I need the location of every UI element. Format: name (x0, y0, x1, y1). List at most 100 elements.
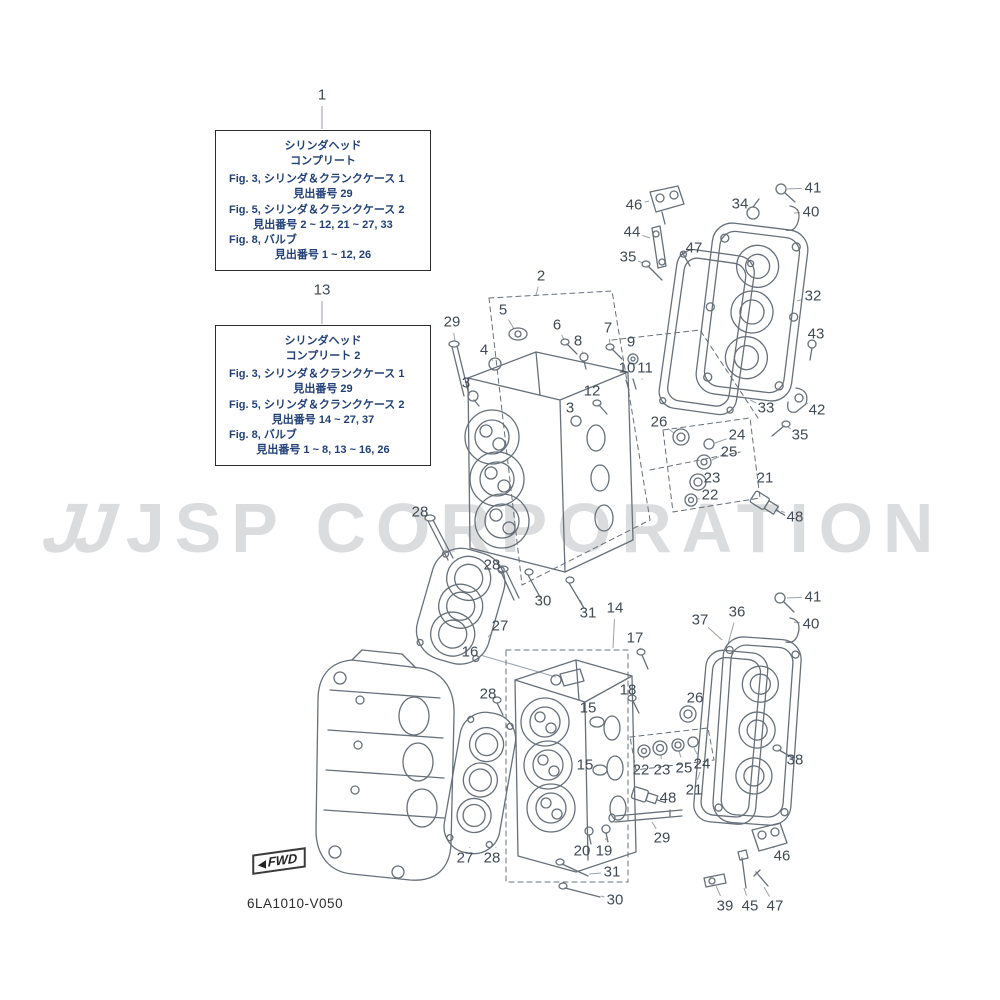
callout-5: 5 (498, 301, 508, 319)
callout-27: 27 (456, 849, 474, 867)
callout-28: 28 (483, 849, 501, 867)
callout-40: 40 (802, 203, 820, 221)
valve-cover-bottom (712, 636, 802, 826)
callout-14: 14 (606, 599, 624, 617)
callout-43: 43 (807, 325, 825, 343)
hardware-bottom-right (703, 592, 800, 889)
callout-40: 40 (802, 615, 820, 633)
callout-27: 27 (491, 617, 509, 635)
callout-30: 30 (534, 592, 552, 610)
info-box-cylinder-head-complete: シリンダヘッド コンプリート Fig. 3, シリンダ＆クランクケース 1 見出… (215, 130, 431, 271)
callout-9: 9 (626, 333, 636, 351)
callout-15: 15 (579, 699, 597, 717)
spark-plug-lower (630, 786, 666, 805)
info-box-fig-ref: Fig. 8, バルブ (229, 429, 297, 442)
callout-25: 25 (675, 759, 693, 777)
info-box-item-range: 見出番号 1 ~ 8, 13 ~ 16, 26 (256, 444, 390, 457)
callout-48: 48 (786, 508, 804, 526)
callout-29: 29 (653, 829, 671, 847)
callout-31: 31 (603, 863, 621, 881)
valve-cover-gasket-bottom (693, 649, 769, 825)
callout-29: 29 (443, 313, 461, 331)
callout-21: 21 (685, 781, 703, 799)
info-box-title: コンプリート 2 (285, 349, 361, 362)
callout-35: 35 (619, 248, 637, 266)
callout-28: 28 (479, 685, 497, 703)
callout-26: 26 (686, 689, 704, 707)
callout-24: 24 (693, 755, 711, 773)
callout-48: 48 (659, 789, 677, 807)
callout-32: 32 (804, 287, 822, 305)
drawing-code: 6LA1010-V050 (247, 896, 344, 911)
callout-30: 30 (606, 891, 624, 909)
cylinder-head-lower (514, 659, 637, 873)
callout-39: 39 (716, 897, 734, 915)
cylinder-block (315, 649, 455, 881)
callout-1: 1 (317, 86, 327, 104)
info-box-fig-ref: Fig. 3, シリンダ＆クランクケース 1 (229, 173, 405, 186)
callout-10: 10 (618, 359, 636, 377)
watermark: JJJSP CORPORATION (33, 488, 944, 568)
callout-42: 42 (808, 401, 826, 419)
info-box-item-range: 見出番号 2 ~ 12, 21 ~ 27, 33 (253, 218, 393, 231)
callout-23: 23 (653, 761, 671, 779)
callout-47: 47 (685, 239, 703, 257)
callout-34: 34 (731, 195, 749, 213)
callout-21: 21 (756, 469, 774, 487)
callout-44: 44 (623, 223, 641, 241)
camshaft-cap-parts (467, 327, 639, 427)
callout-31: 31 (579, 604, 597, 622)
bolts-lower (555, 809, 683, 898)
callout-15: 15 (576, 756, 594, 774)
valve-train-parts-lower (629, 705, 715, 771)
callout-20: 20 (573, 842, 591, 860)
cylinder-head-center (464, 351, 634, 573)
callout-28: 28 (411, 503, 429, 521)
callout-11: 11 (637, 359, 653, 377)
callout-45: 45 (741, 897, 759, 915)
info-box-item-range: 見出番号 29 (293, 383, 353, 396)
callout-36: 36 (728, 603, 746, 621)
callout-41: 41 (804, 179, 822, 197)
watermark-text: JSP CORPORATION (125, 489, 944, 567)
callout-3: 3 (461, 374, 471, 392)
callout-33: 33 (757, 399, 775, 417)
head-gasket-lower (443, 711, 517, 855)
sensor-and-bolts-lower (550, 648, 649, 776)
callout-23: 23 (703, 469, 721, 487)
callout-3: 3 (565, 399, 575, 417)
valve-train-parts-upper (662, 417, 761, 513)
info-box-item-range: 見出番号 29 (293, 188, 353, 201)
callout-38: 38 (786, 751, 804, 769)
callout-41: 41 (804, 588, 822, 606)
callout-22: 22 (701, 486, 719, 504)
info-box-fig-ref: Fig. 5, シリンダ＆クランクケース 2 (229, 398, 405, 411)
info-box-cylinder-head-complete-2: シリンダヘッド コンプリート 2 Fig. 3, シリンダ＆クランクケース 1 … (215, 325, 431, 466)
dashed-boundary-head-lower (505, 649, 629, 883)
callout-35: 35 (791, 426, 809, 444)
callout-18: 18 (619, 681, 637, 699)
fwd-arrow-icon: ◀ (258, 858, 266, 872)
fwd-label: FWD (267, 850, 298, 870)
valve-cover-top (695, 222, 809, 402)
info-box-fig-ref: Fig. 3, シリンダ＆クランクケース 1 (229, 368, 405, 381)
callout-4: 4 (479, 341, 489, 359)
info-box-title: シリンダヘッド (284, 140, 362, 152)
callout-6: 6 (552, 316, 562, 334)
callout-16: 16 (461, 643, 479, 661)
callout-8: 8 (573, 332, 583, 350)
callout-26: 26 (650, 413, 668, 431)
callout-22: 22 (632, 761, 650, 779)
callout-2: 2 (536, 267, 546, 285)
callout-12: 12 (583, 382, 601, 400)
valve-cover-gasket-top (658, 249, 755, 416)
info-box-item-range: 見出番号 1 ~ 12, 26 (274, 249, 372, 262)
spark-plug-upper (749, 490, 786, 516)
info-box-item-range: 見出番号 14 ~ 27, 37 (271, 413, 375, 426)
callout-46: 46 (773, 847, 791, 865)
callout-17: 17 (626, 629, 644, 647)
hardware-top-right (641, 183, 817, 437)
info-box-title: コンプリート (290, 154, 356, 167)
